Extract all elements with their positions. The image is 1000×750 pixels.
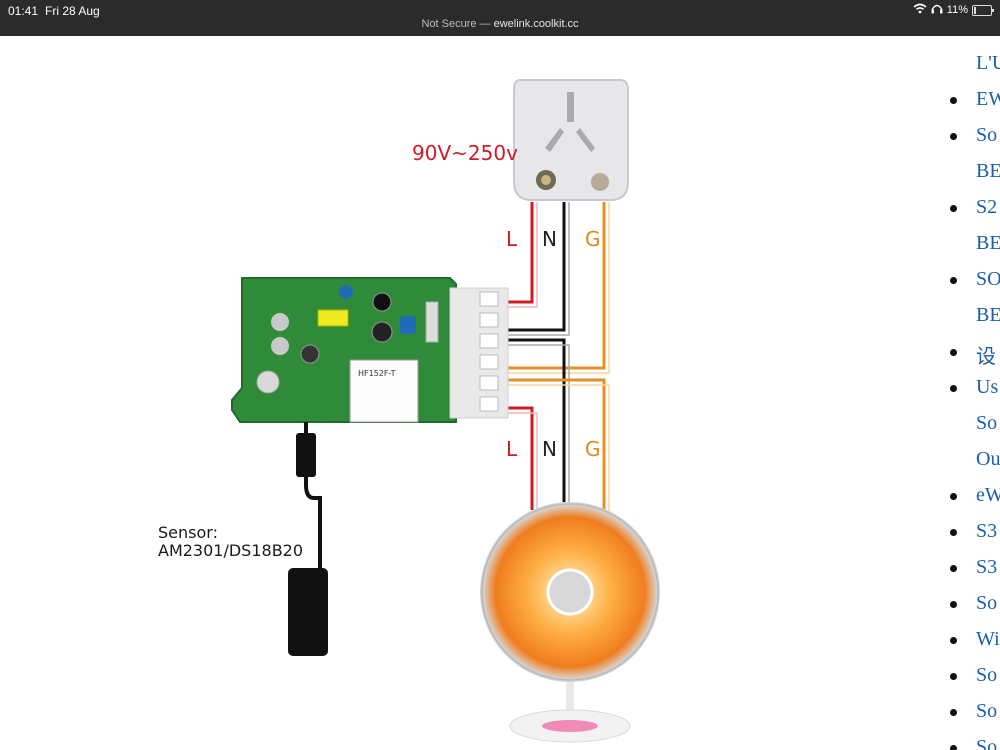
sidebar-item[interactable]: eW — [976, 484, 1000, 506]
voltage-label: 90V~250v — [412, 141, 518, 165]
sidebar-item[interactable]: L'U — [976, 52, 1000, 74]
status-date: Fri 28 Aug — [45, 4, 100, 18]
sidebar-item[interactable]: S3 — [976, 556, 998, 578]
load-wires — [508, 338, 610, 516]
sidebar-item[interactable]: SO — [976, 268, 1000, 290]
sensor-label-title: Sensor: — [158, 523, 218, 542]
wire-label-live-top: L — [506, 227, 518, 251]
sidebar-links: L'U EW So BE S2 BE SO BE 设 Us So Ou eW S… — [940, 36, 1000, 750]
sidebar-item[interactable]: S3 — [976, 520, 998, 542]
wire-label-ground-top: G — [585, 227, 601, 251]
url-security-prefix: Not Secure — — [421, 18, 494, 30]
sidebar-item[interactable]: BE — [976, 304, 1000, 326]
heater — [480, 502, 660, 743]
sidebar-item[interactable]: Us — [976, 376, 999, 398]
supply-wires — [508, 202, 610, 374]
wifi-icon — [913, 3, 927, 17]
relay-label: HF152F-T — [358, 369, 396, 378]
sensor-label-model: AM2301/DS18B20 — [158, 541, 303, 560]
sidebar-item[interactable]: So — [976, 412, 998, 434]
status-indicators: 11% — [913, 3, 994, 17]
wire-label-neutral-top: N — [542, 227, 557, 251]
battery-icon — [972, 4, 994, 16]
sidebar-item[interactable]: Wi — [976, 628, 1000, 650]
address-bar[interactable]: Not Secure — ewelink.coolkit.cc — [0, 18, 1000, 30]
wire-label-neutral-bottom: N — [542, 437, 557, 461]
sidebar-item[interactable]: BE — [976, 160, 1000, 182]
sidebar-item[interactable]: So — [976, 124, 998, 146]
battery-percentage: 11% — [946, 4, 968, 16]
wire-label-ground-bottom: G — [585, 437, 601, 461]
sidebar-item[interactable]: So — [976, 592, 998, 614]
sensor-probe — [288, 422, 328, 656]
sidebar-item[interactable]: Ou — [976, 448, 1000, 470]
power-plug — [513, 79, 629, 201]
url-host: ewelink.coolkit.cc — [493, 18, 579, 30]
sidebar-item[interactable]: So — [976, 700, 998, 722]
status-bar: 01:41 Fri 28 Aug Not Secure — ewelink.co… — [0, 0, 1000, 36]
sidebar-item[interactable]: S2 — [976, 196, 998, 218]
sidebar-item[interactable]: BE — [976, 232, 1000, 254]
headphones-icon — [931, 3, 943, 17]
sidebar-item[interactable]: 设 — [976, 346, 996, 368]
sonoff-board: HF152F-T — [231, 277, 509, 423]
wiring-diagram: 90V~250v L N G L N G HF152F-T — [158, 79, 660, 743]
sidebar-item[interactable]: EW — [976, 88, 1000, 110]
status-time: 01:41 — [8, 4, 39, 18]
sidebar-item[interactable]: So — [976, 664, 998, 686]
wire-label-live-bottom: L — [506, 437, 518, 461]
sidebar-item[interactable]: So — [976, 736, 998, 750]
